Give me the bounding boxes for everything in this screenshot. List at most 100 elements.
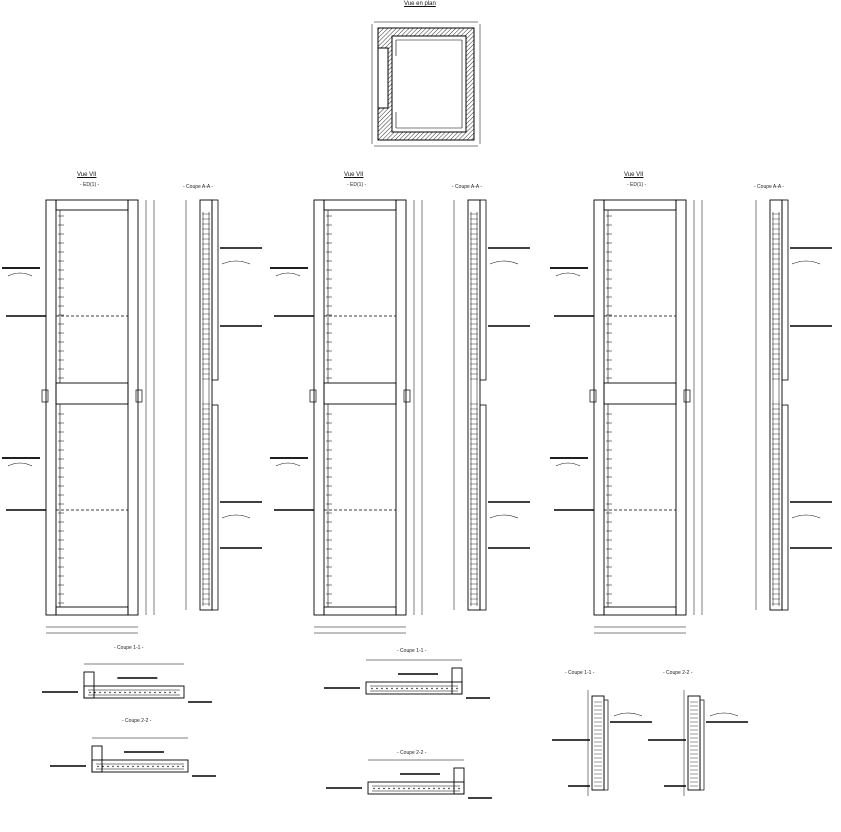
detail-middle-1-bar-dot — [386, 687, 388, 690]
elev-mid-beam — [55, 382, 129, 405]
elev-mid-beam — [603, 382, 677, 405]
elev-callout-arc — [7, 462, 33, 467]
detail-left-1-bar-dot — [134, 691, 136, 694]
elev-bottom-beam — [323, 606, 397, 616]
detail-middle-2-bar-dot — [393, 787, 395, 790]
detail-right-1 — [552, 690, 652, 796]
detail-left-2-bar-dot — [142, 765, 144, 768]
detail-left-1-slab — [83, 685, 185, 699]
detail-left-2-bar-dot — [132, 765, 134, 768]
detail-middle-2-bar-dot — [423, 787, 425, 790]
detail-middle-section-1-title: - Coupe 1-1 - — [397, 648, 427, 654]
detail-left-1-bar-dot — [164, 691, 166, 694]
elev-bottom-beam — [603, 606, 677, 616]
detail-middle-1-bar-dot — [396, 687, 398, 690]
detail-left-2 — [50, 737, 216, 777]
elev-top-beam — [323, 199, 397, 211]
detail-middle-1-bar-dot — [441, 687, 443, 690]
detail-middle-1-bar-dot — [451, 687, 453, 690]
detail-middle-1-bar-dot — [426, 687, 428, 690]
detail-left-2-bar-dot — [177, 765, 179, 768]
detail-left-2-bar-dot — [182, 765, 184, 768]
detail-middle-1-slab — [365, 681, 463, 695]
detail-middle-2-bar-dot — [403, 787, 405, 790]
detail-middle-2-bar-dot — [433, 787, 435, 790]
elev-mid-beam — [323, 382, 397, 405]
detail-left-1-bar-dot — [154, 691, 156, 694]
detail-middle-2-bar-dot — [438, 787, 440, 790]
plan-opening — [377, 47, 389, 109]
elevation-2-subtitle: - ED(1) - — [347, 182, 367, 188]
detail-middle-1-bar-dot — [411, 687, 413, 690]
detail-left-2-bar-dot — [152, 765, 154, 768]
section-lower-leaf — [781, 404, 789, 611]
elevation-1-title: Vue VII — [77, 172, 97, 178]
section-a-a-2-title: - Coupe A-A - — [452, 184, 483, 190]
elevation-3-title: Vue VII — [624, 172, 644, 178]
detail-middle-1-bar-dot — [381, 687, 383, 690]
detail-middle-2-upstand — [453, 767, 465, 795]
detail-left-2-bar-dot — [117, 765, 119, 768]
detail-middle-2-bar-dot — [458, 787, 460, 790]
elev-section-marker-right — [683, 389, 691, 403]
detail-left-2-bar-dot — [157, 765, 159, 768]
plan-title: Vue en plan — [404, 1, 436, 7]
detail-left-2-bar-dot — [107, 765, 109, 768]
section-callout-arc — [791, 260, 821, 265]
detail-left-2-bar-dot — [127, 765, 129, 768]
elev-section-marker-right — [403, 389, 411, 403]
detail-middle-2-bar-dot — [388, 787, 390, 790]
detail-left-2-bar-dot — [102, 765, 104, 768]
section-upper-leaf — [479, 199, 487, 381]
detail-left-2-bar-dot — [112, 765, 114, 768]
section-callout-arc — [221, 260, 251, 265]
detail-middle-2-bar-dot — [443, 787, 445, 790]
detail-left-1-bar-dot — [114, 691, 116, 694]
detail-left-1-bar-dot — [129, 691, 131, 694]
section-wall — [769, 199, 783, 611]
detail-left-1-bar-dot — [144, 691, 146, 694]
detail-middle-1 — [324, 659, 490, 699]
elevation-3-subtitle: - ED(1) - — [627, 182, 647, 188]
section-a-a-1-title: - Coupe A-A - — [183, 184, 214, 190]
section-upper-leaf — [781, 199, 789, 381]
detail-left-2-bar-dot — [147, 765, 149, 768]
detail-middle-2-bar-dot — [378, 787, 380, 790]
detail-left-section-1-title: - Coupe 1-1 - — [114, 645, 144, 651]
elev-callout-arc — [275, 272, 301, 277]
detail-middle-1-bar-dot — [431, 687, 433, 690]
detail-middle-2-bar-dot — [448, 787, 450, 790]
elev-section-marker-left — [41, 389, 49, 403]
elev-left-column — [45, 199, 57, 616]
plan-inner-void — [391, 35, 467, 133]
detail-left-2-bar-dot — [172, 765, 174, 768]
detail-middle-2-slab — [367, 781, 465, 795]
section-wall — [199, 199, 213, 611]
section-a-a-3-title: - Coupe A-A - — [754, 184, 785, 190]
detail-middle-1-bar-dot — [376, 687, 378, 690]
elev-section-marker-right — [135, 389, 143, 403]
section-wall — [467, 199, 481, 611]
detail-left-1-bar-dot — [149, 691, 151, 694]
detail-middle-1-bar-dot — [446, 687, 448, 690]
plan-view — [371, 21, 481, 147]
detail-middle-section-2-title: - Coupe 2-2 - — [397, 750, 427, 756]
detail-middle-2-bar-dot — [453, 787, 455, 790]
detail-middle-2-bar-dot — [383, 787, 385, 790]
section-lower-leaf — [211, 404, 219, 611]
detail-middle-1-bar-dot — [421, 687, 423, 690]
elev-left-column — [313, 199, 325, 616]
elev-callout-arc — [555, 272, 581, 277]
section-upper-leaf — [211, 199, 219, 381]
section-a-a-2 — [453, 199, 530, 611]
detail-middle-1-bar-dot — [436, 687, 438, 690]
detail-middle-1-bar-dot — [456, 687, 458, 690]
detail-left-1-upstand — [83, 671, 95, 699]
section-lower-leaf — [479, 404, 487, 611]
detail-left-2-bar-dot — [167, 765, 169, 768]
detail-middle-1-bar-dot — [416, 687, 418, 690]
detail-middle-1-bar-dot — [406, 687, 408, 690]
detail-right-2-cover — [699, 699, 705, 791]
elevation-1 — [2, 199, 155, 634]
detail-left-1-bar-dot — [124, 691, 126, 694]
